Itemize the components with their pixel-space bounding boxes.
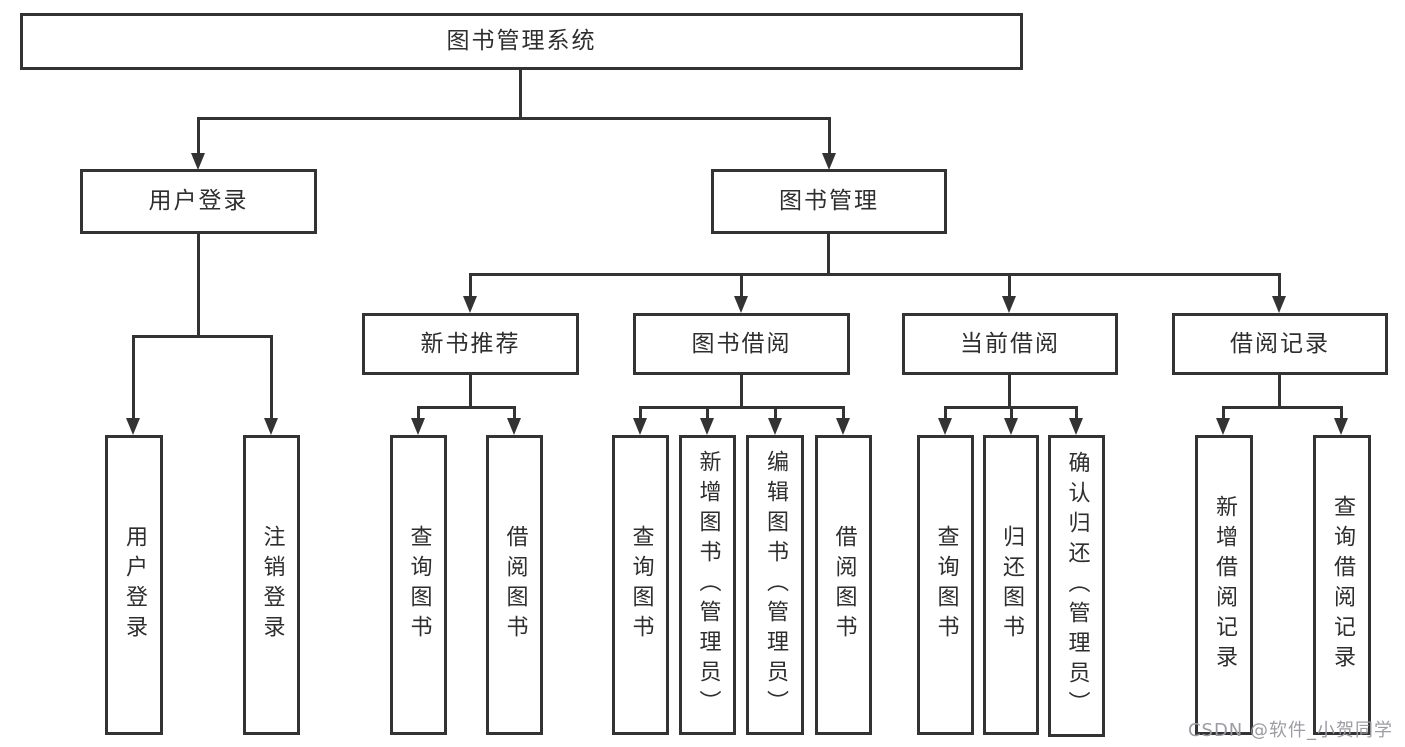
arrow-down-icon: [191, 153, 205, 170]
connector-line: [197, 117, 200, 155]
connector-line: [270, 335, 273, 420]
node-label: 图书借阅: [691, 330, 792, 357]
node-label: 注销登录: [259, 525, 285, 645]
arrow-down-icon: [126, 418, 140, 435]
arrow-down-icon: [633, 418, 647, 435]
arrow-down-icon: [507, 418, 521, 435]
leaf-borrow-books-borrowing: 借阅图书: [815, 435, 872, 735]
connector-line: [774, 406, 777, 420]
arrow-down-icon: [1002, 296, 1016, 313]
connector-line: [1075, 406, 1078, 420]
arrow-down-icon: [264, 418, 278, 435]
arrow-down-icon: [734, 296, 748, 313]
node-current-borrowing: 当前借阅: [902, 313, 1118, 375]
node-label: 归还图书: [999, 525, 1024, 645]
connector-line: [1008, 273, 1011, 299]
connector-line: [740, 273, 743, 299]
connector-line: [197, 117, 831, 120]
connector-line: [1222, 406, 1225, 420]
connector-line: [513, 406, 516, 420]
node-label: 当前借阅: [960, 330, 1060, 357]
connector-line: [132, 335, 135, 420]
arrow-down-icon: [1272, 296, 1286, 313]
leaf-query-books-borrowing: 查询图书: [612, 435, 669, 735]
arrow-down-icon: [411, 418, 425, 435]
node-label: 新增图书（管理员）: [695, 450, 721, 720]
connector-line: [639, 406, 844, 409]
node-label: 图书管理系统: [446, 28, 597, 54]
node-book-management: 图书管理: [711, 169, 947, 234]
node-label: 查询借阅记录: [1330, 495, 1355, 675]
node-label: 查询图书: [933, 525, 959, 645]
connector-line: [740, 375, 743, 409]
arrow-down-icon: [1004, 418, 1018, 435]
arrow-down-icon: [1334, 418, 1348, 435]
connector-line: [132, 335, 273, 338]
node-book-borrowing: 图书借阅: [633, 313, 850, 375]
node-label: 用户登录: [148, 188, 249, 214]
connector-line: [1222, 406, 1343, 409]
connector-line: [842, 406, 845, 420]
watermark: CSDN @软件_小贺同学: [1187, 720, 1393, 741]
node-label: 新增借阅记录: [1212, 495, 1237, 675]
connector-line: [1278, 273, 1281, 299]
arrow-down-icon: [463, 296, 477, 313]
node-user-login-module: 用户登录: [80, 169, 317, 234]
connector-line: [469, 273, 1281, 276]
connector-line: [1340, 406, 1343, 420]
node-label: 编辑图书（管理员）: [763, 450, 788, 720]
connector-line: [706, 406, 709, 420]
leaf-borrow-books-recommend: 借阅图书: [486, 435, 543, 735]
leaf-add-books-admin: 新增图书（管理员）: [679, 435, 736, 735]
leaf-user-login: 用户登录: [105, 435, 163, 735]
arrow-down-icon: [768, 418, 782, 435]
connector-line: [944, 406, 947, 420]
leaf-query-borrow-record: 查询借阅记录: [1313, 435, 1371, 735]
node-label: 借阅记录: [1230, 330, 1330, 357]
arrow-down-icon: [938, 418, 952, 435]
node-label: 查询图书: [406, 525, 432, 645]
leaf-add-borrow-record: 新增借阅记录: [1195, 435, 1253, 735]
connector-line: [1278, 375, 1281, 409]
node-label: 新书推荐: [420, 330, 521, 357]
node-label: 确认归还（管理员）: [1064, 451, 1090, 721]
connector-line: [639, 406, 642, 420]
arrow-down-icon: [1069, 418, 1083, 435]
connector-line: [417, 406, 420, 420]
connector-line: [469, 273, 472, 299]
connector-line: [828, 117, 831, 155]
leaf-edit-books-admin: 编辑图书（管理员）: [746, 435, 804, 735]
node-label: 图书管理: [779, 188, 879, 214]
node-label: 借阅图书: [831, 525, 857, 645]
node-borrowing-records: 借阅记录: [1172, 313, 1388, 375]
connector-line: [519, 70, 522, 120]
arrow-down-icon: [700, 418, 714, 435]
leaf-confirm-return-admin: 确认归还（管理员）: [1048, 435, 1105, 737]
node-label: 借阅图书: [502, 525, 528, 645]
node-label: 用户登录: [122, 525, 147, 645]
connector-line: [469, 375, 472, 409]
connector-line: [1008, 375, 1011, 409]
connector-line: [1010, 406, 1013, 420]
node-label: 查询图书: [628, 525, 654, 645]
leaf-return-books: 归还图书: [983, 435, 1039, 735]
arrow-down-icon: [1216, 418, 1230, 435]
leaf-query-books-current: 查询图书: [917, 435, 974, 735]
connector-line: [197, 234, 200, 338]
leaf-query-books-recommend: 查询图书: [390, 435, 447, 735]
connector-line: [827, 234, 830, 276]
arrow-down-icon: [836, 418, 850, 435]
node-new-book-recommend: 新书推荐: [362, 313, 579, 375]
node-library-system: 图书管理系统: [20, 13, 1023, 70]
leaf-logout: 注销登录: [243, 435, 300, 735]
arrow-down-icon: [822, 153, 836, 170]
connector-line: [417, 406, 516, 409]
